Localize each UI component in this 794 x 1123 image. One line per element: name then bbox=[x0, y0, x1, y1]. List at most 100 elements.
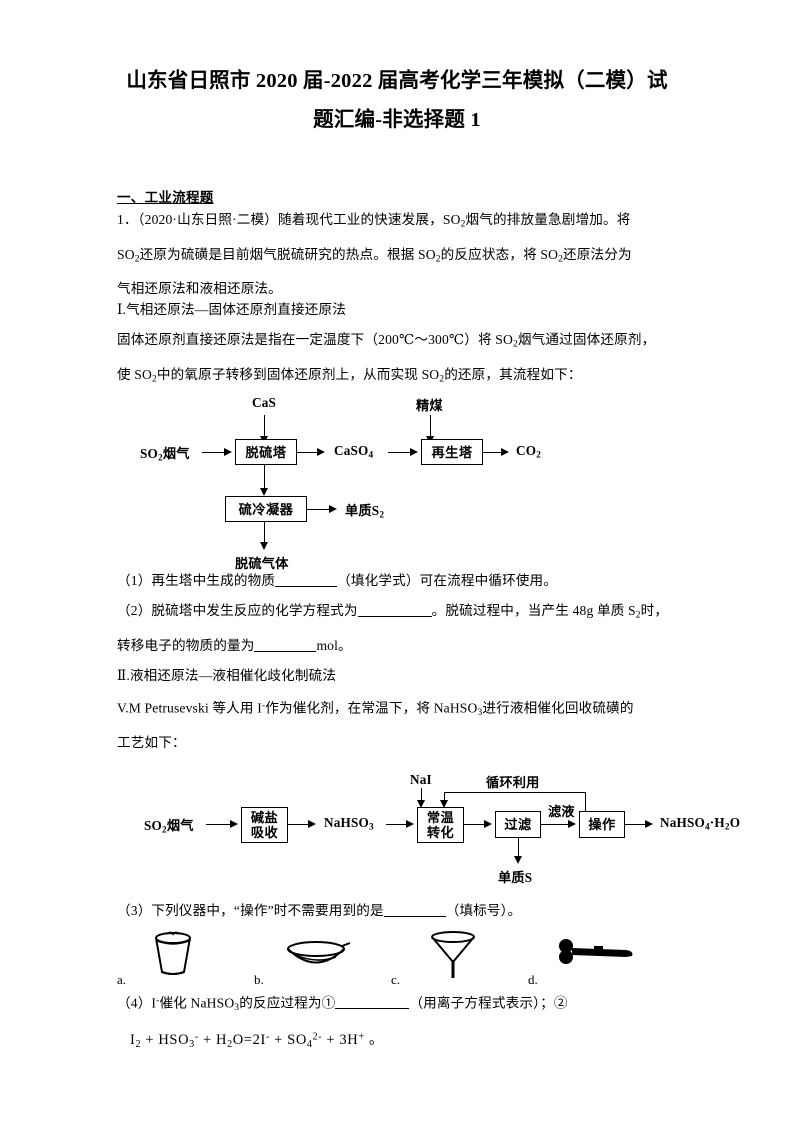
sub-question-2: （2）脱硫塔中发生反应的化学方程式为。脱硫过程中，当产生 48g 单质 S2时，… bbox=[117, 596, 679, 661]
sub-question-2-text-c: 转移电子的物质的量为 bbox=[117, 637, 255, 653]
diagram2-input-nai: NaI bbox=[410, 772, 432, 787]
diagram1-product-s2: 单质S2 bbox=[345, 503, 385, 520]
sub-question-2-text-a: （2）脱硫塔中发生反应的化学方程式为 bbox=[117, 603, 358, 618]
apparatus-label-c: c. bbox=[391, 972, 401, 987]
sub-question-3-text-a: （3）下列仪器中，“操作”时不需要用到的是 bbox=[117, 903, 384, 918]
burner-icon bbox=[550, 928, 642, 978]
diagram1-box-sulfur-condenser: 硫冷凝器 bbox=[225, 496, 307, 522]
part-2-line-1: V.M Petrusevski 等人用 I-作为催化剂，在常温下，将 NaHSO… bbox=[117, 700, 634, 718]
diagram2-box-filtration: 过滤 bbox=[495, 811, 541, 838]
diagram1-line-to-s2 bbox=[307, 509, 331, 510]
part-1-description: 固体还原剂直接还原法是指在一定温度下（200℃～300℃）将 SO2烟气通过固体… bbox=[117, 325, 679, 394]
process-flow-diagram-1: CaS 精煤 SO2烟气 脱硫塔 CaSO4 再生塔 CO2 硫冷凝器 单质S bbox=[140, 395, 660, 571]
diagram2-product-final: NaHSO4·H2O bbox=[660, 815, 741, 832]
apparatus-option-b[interactable]: b. bbox=[254, 928, 374, 987]
part-1-line-2: 使 SO2中的氧原子转移到固体还原剂上，从而实现 SO2的还原，其流程如下： bbox=[117, 366, 582, 385]
diagram2-box-convert-line-2: 转化 bbox=[426, 825, 455, 840]
part-2-line-2: 工艺如下： bbox=[117, 734, 186, 750]
diagram2-line-to-filter bbox=[464, 824, 486, 825]
diagram2-recycle-right-line bbox=[585, 792, 586, 814]
diagram2-inlet-arrow bbox=[230, 819, 238, 828]
sub-question-2-text-d: mol。 bbox=[316, 637, 352, 653]
crucible-icon bbox=[139, 928, 231, 978]
diagram1-inlet-line bbox=[202, 452, 226, 453]
part-1-line-1: 固体还原剂直接还原法是指在一定温度下（200℃～300℃）将 SO2烟气通过固体… bbox=[117, 332, 656, 350]
diagram1-line-to-regen bbox=[388, 452, 412, 453]
sub-question-1: （1）再生塔中生成的物质 （填化学式）可在流程中循环使用。 bbox=[117, 566, 679, 596]
diagram2-arrow-to-sulfur bbox=[513, 856, 522, 864]
diagram2-line-to-sulfur bbox=[518, 838, 519, 858]
diagram1-product-offgas: 脱硫气体 bbox=[235, 556, 289, 571]
diagram2-arrow-to-filter bbox=[484, 819, 492, 828]
diagram1-input-cas: CaS bbox=[252, 395, 277, 410]
part-1-heading: Ⅰ.气相还原法—固体还原剂直接还原法 bbox=[117, 302, 346, 317]
page-title-line-2: 题汇编-非选择题 1 bbox=[313, 109, 481, 131]
diagram1-input-coal: 精煤 bbox=[416, 398, 443, 413]
diagram2-line-to-convert bbox=[386, 824, 408, 825]
diagram2-line-to-product bbox=[625, 824, 647, 825]
sub-question-3: （3）下列仪器中，“操作”时不需要用到的是 （填标号）。 bbox=[117, 896, 679, 926]
diagram2-line-to-operation bbox=[541, 824, 570, 825]
diagram2-label-recycle: 循环利用 bbox=[486, 775, 540, 790]
diagram1-product-co2: CO2 bbox=[516, 443, 542, 460]
diagram1-box-regeneration-tower: 再生塔 bbox=[421, 439, 483, 465]
answer-blank-q4[interactable] bbox=[335, 1008, 410, 1010]
diagram1-arrow-to-offgas bbox=[259, 542, 268, 550]
diagram1-line-to-condenser bbox=[264, 465, 265, 490]
diagram1-arrow-to-caso4 bbox=[317, 447, 325, 456]
diagram1-cas-feed-line bbox=[264, 415, 265, 438]
diagram1-coal-feed-line bbox=[430, 415, 431, 438]
apparatus-label-d: d. bbox=[528, 972, 538, 987]
evaporating-dish-icon bbox=[276, 928, 368, 978]
question-stem: 1．（2020·山东日照·二模）随着现代工业的快速发展，SO2烟气的排放量急剧增… bbox=[117, 205, 679, 304]
apparatus-option-a[interactable]: a. bbox=[117, 928, 237, 987]
diagram2-product-sulfur: 单质S bbox=[498, 870, 533, 885]
diagram1-line-to-offgas bbox=[264, 522, 265, 544]
diagram2-box-alkali-absorption: 碱盐 吸收 bbox=[241, 807, 288, 843]
diagram2-nai-feed-line bbox=[421, 788, 422, 802]
diagram1-input-so2: SO2烟气 bbox=[140, 446, 190, 463]
diagram2-box-room-temp-conversion: 常温 转化 bbox=[417, 807, 464, 843]
diagram2-box-alkali-line-1: 碱盐 bbox=[250, 810, 279, 825]
diagram2-arrow-to-nahso3 bbox=[308, 819, 316, 828]
apparatus-option-d[interactable]: d. bbox=[528, 928, 648, 987]
diagram1-arrow-to-regen bbox=[410, 447, 418, 456]
diagram1-product-caso4: CaSO4 bbox=[334, 443, 374, 460]
ion-equation: I2 + HSO3- + H2O=2I- + SO42- + 3H+ 。 bbox=[130, 1031, 384, 1050]
answer-blank-q1[interactable] bbox=[275, 586, 338, 587]
diagram1-line-to-caso4 bbox=[297, 452, 319, 453]
stem-line-3: 气相还原法和液相还原法。 bbox=[117, 281, 282, 297]
sub-question-2-line-2: 转移电子的物质的量为 mol。 bbox=[117, 631, 679, 661]
diagram1-inlet-arrow bbox=[224, 447, 232, 456]
diagram2-arrow-to-operation bbox=[568, 819, 576, 828]
diagram1-arrow-to-s2 bbox=[329, 504, 337, 513]
apparatus-options: a. b. c. bbox=[117, 928, 677, 988]
page-title-line-1: 山东省日照市 2020 届-2022 届高考化学三年模拟（二模）试 bbox=[126, 70, 668, 92]
diagram2-recycle-arrow bbox=[439, 800, 448, 808]
diagram1-box-desulfurization-tower: 脱硫塔 bbox=[235, 439, 297, 465]
answer-blank-q2a[interactable] bbox=[357, 616, 432, 617]
stem-line-2: SO2还原为硫磺是目前烟气脱硫研究的热点。根据 SO2的反应状态，将 SO2还原… bbox=[117, 246, 632, 265]
diagram1-arrow-to-co2 bbox=[501, 447, 509, 456]
stem-line-1: 1．（2020·山东日照·二模）随着现代工业的快速发展，SO2烟气的排放量急剧增… bbox=[117, 212, 631, 230]
diagram2-box-convert-line-1: 常温 bbox=[426, 810, 455, 825]
diagram2-input-so2: SO2烟气 bbox=[144, 818, 194, 835]
part-2-description: V.M Petrusevski 等人用 I-作为催化剂，在常温下，将 NaHSO… bbox=[117, 691, 679, 758]
apparatus-option-c[interactable]: c. bbox=[391, 928, 511, 987]
sub-question-1-text-b: （填化学式）可在流程中循环使用。 bbox=[337, 573, 558, 588]
answer-blank-q3[interactable] bbox=[383, 916, 446, 917]
sub-question-3-text-b: （填标号）。 bbox=[445, 903, 522, 918]
diagram2-line-to-nahso3 bbox=[288, 824, 310, 825]
sub-question-2-line-1: （2）脱硫塔中发生反应的化学方程式为。脱硫过程中，当产生 48g 单质 S2时， bbox=[117, 603, 669, 621]
diagram2-arrow-to-product bbox=[645, 819, 653, 828]
diagram1-arrow-to-condenser bbox=[259, 488, 268, 496]
diagram2-recycle-left-line bbox=[444, 792, 445, 802]
diagram2-label-filtrate: 滤液 bbox=[548, 804, 575, 819]
section-heading: 一、工业流程题 bbox=[117, 190, 214, 205]
diagram2-nai-feed-arrow bbox=[416, 800, 425, 808]
part-2-heading: Ⅱ.液相还原法—液相催化歧化制硫法 bbox=[117, 668, 337, 683]
sub-question-1-text-a: （1）再生塔中生成的物质 bbox=[117, 573, 276, 588]
answer-blank-q2b[interactable] bbox=[254, 650, 317, 652]
apparatus-label-a: a. bbox=[117, 972, 127, 987]
